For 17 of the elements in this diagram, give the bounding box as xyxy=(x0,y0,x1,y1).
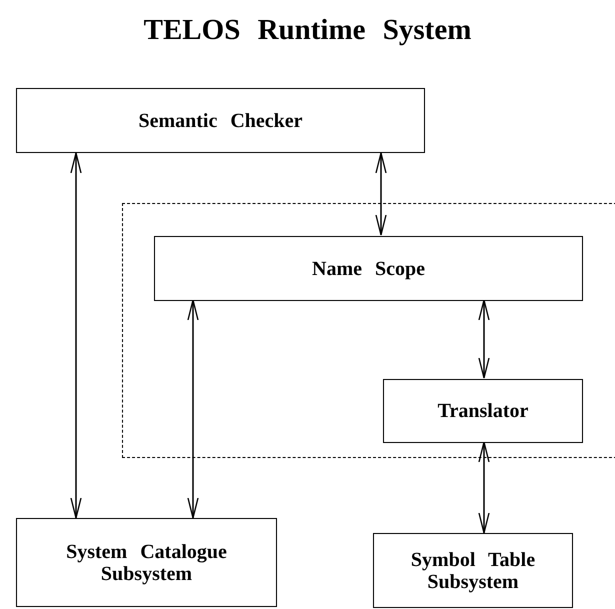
process-box xyxy=(373,533,573,608)
double-arrow xyxy=(375,152,387,236)
process-box xyxy=(154,236,583,301)
double-arrow xyxy=(70,152,82,519)
box-label: Name Scope xyxy=(312,258,425,280)
diagram-title: TELOS Runtime System xyxy=(142,14,472,47)
box-label: Symbol Table Subsystem xyxy=(410,548,536,592)
double-arrow xyxy=(187,299,199,519)
box-label: Semantic Checker xyxy=(138,110,303,132)
dashed-group-boundary xyxy=(122,203,615,458)
process-box xyxy=(16,518,277,607)
double-arrow xyxy=(478,441,490,534)
double-arrow xyxy=(478,299,490,379)
process-box xyxy=(16,88,425,153)
box-label: Translator xyxy=(438,400,528,422)
box-label: System Catalogue Subsystem xyxy=(65,540,228,584)
process-box xyxy=(383,379,583,443)
